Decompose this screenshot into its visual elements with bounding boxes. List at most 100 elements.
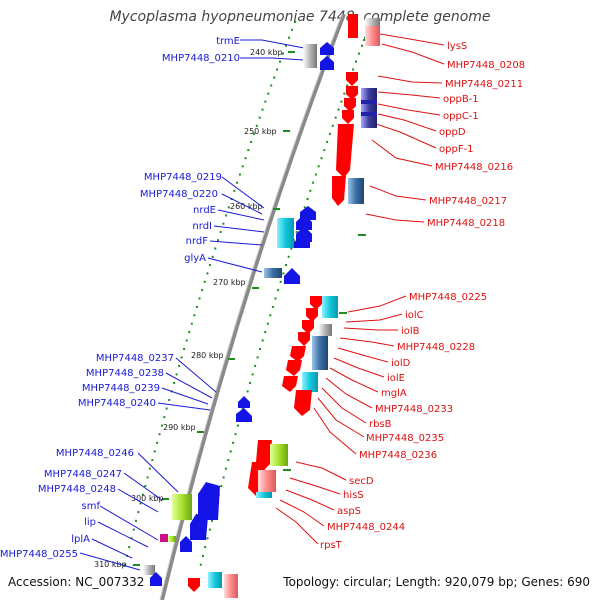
gc-dot: [168, 399, 171, 401]
gc-dot: [193, 314, 196, 317]
gene-label-left: lip: [84, 517, 96, 528]
gc-dot: [343, 92, 346, 95]
gc-dot: [236, 424, 239, 427]
gene-block: [348, 14, 358, 38]
gc-dot: [241, 407, 244, 410]
gc-dot: [279, 60, 281, 63]
gc-dot: [261, 339, 264, 342]
gc-dot: [267, 92, 270, 95]
gc-dot: [244, 157, 247, 160]
gc-dot: [219, 231, 222, 233]
gc-dot: [222, 222, 225, 225]
gc-dot: [317, 165, 320, 168]
gene-label-right: iolB: [401, 326, 420, 337]
gene-label-right: MHP7448_0211: [445, 79, 523, 90]
tick-label: 250 kbp: [244, 127, 277, 136]
gc-dot: [340, 100, 343, 103]
gc-dot: [224, 467, 227, 470]
gc-dot: [250, 140, 253, 143]
gc-dot: [173, 381, 176, 384]
gc-dot: [254, 364, 257, 367]
gc-dot: [358, 52, 360, 55]
gc-dot: [190, 322, 193, 325]
map-title: Mycoplasma hyopneumoniae 7448, complete …: [109, 9, 491, 25]
gene-label-right: hisS: [343, 490, 364, 501]
accession-text: Accession: NC_007332: [8, 575, 145, 589]
gc-dot: [251, 373, 254, 376]
tick-label: 300 kbp: [131, 494, 164, 503]
gc-dot: [141, 493, 144, 496]
gc-dot: [220, 485, 223, 487]
gc-dot: [132, 528, 135, 531]
gc-dot: [264, 331, 267, 334]
gc-dot: [277, 289, 280, 292]
gene-label-right: iolE: [387, 373, 405, 384]
gene-label-right: iolC: [405, 310, 424, 321]
gc-dot: [183, 348, 186, 350]
gc-dot: [246, 390, 249, 393]
gc-dot: [227, 459, 230, 462]
gc-dot: [156, 441, 159, 444]
gc-dot: [163, 416, 166, 419]
gc-dot: [208, 528, 211, 531]
gc-dot: [331, 124, 334, 127]
gc-dot: [282, 52, 284, 55]
gc-dot: [259, 348, 262, 350]
gc-dot: [180, 356, 183, 359]
gc-dot: [269, 314, 272, 317]
gc-dot: [282, 272, 285, 275]
gc-dot: [217, 239, 219, 242]
gc-dot: [276, 68, 279, 71]
right-leader-lines: [275, 33, 445, 545]
gc-dot: [146, 476, 149, 479]
gc-dot: [233, 189, 236, 192]
gc-dot: [229, 450, 232, 453]
gc-dot: [175, 373, 178, 376]
gc-dot: [202, 554, 204, 557]
gc-dot: [355, 60, 357, 63]
gc-dot: [361, 44, 363, 47]
gc-dot: [204, 546, 207, 549]
gene-label-left: MHP7448_0240: [78, 398, 156, 409]
gene-label-right: MHP7448_0235: [366, 433, 444, 444]
gc-dot: [334, 116, 337, 119]
gc-dot: [266, 322, 269, 325]
gc-dot: [227, 206, 230, 209]
gc-dot: [206, 537, 209, 540]
gene-label-right: MHP7448_0233: [375, 404, 453, 415]
gc-dot: [328, 132, 331, 135]
gc-dot: [303, 206, 306, 209]
gc-dot: [314, 173, 317, 176]
gene-label-right: MHP7448_0225: [409, 292, 487, 303]
gene-label-left: MHP7448_0247: [44, 469, 122, 480]
gc-dot: [135, 519, 137, 522]
gc-dot: [203, 280, 206, 283]
gene-label-right: mglA: [381, 388, 407, 399]
gene-label-right: aspS: [337, 506, 361, 517]
gc-dot: [249, 381, 252, 384]
gc-dot: [320, 157, 323, 160]
gc-dot: [214, 247, 217, 250]
left-leader-lines: [79, 39, 305, 571]
gc-dot: [273, 76, 276, 79]
gc-dot: [165, 407, 168, 410]
gene-label-left: smf: [82, 501, 101, 512]
gene-features: [143, 14, 380, 598]
gc-dot: [247, 149, 250, 152]
gene-arrow: [320, 56, 334, 70]
gene-label-right: MHP7448_0208: [447, 60, 525, 71]
gene-label-right: rbsB: [369, 419, 392, 430]
gc-dot: [274, 297, 277, 300]
gc-dot: [312, 181, 315, 184]
gc-dot: [238, 173, 241, 176]
tick-label: 280 kbp: [191, 351, 224, 360]
gene-label-right: MHP7448_0218: [427, 218, 505, 229]
gc-dot: [225, 214, 228, 217]
gene-label-right: oppB-1: [443, 94, 479, 105]
gene-label-left: MHP7448_0210: [162, 53, 240, 64]
gene-label-right: lysS: [447, 41, 467, 52]
gene-label-left: MHP7448_0237: [96, 353, 174, 364]
gc-dot: [148, 467, 151, 470]
tick-label: 270 kbp: [213, 278, 246, 287]
